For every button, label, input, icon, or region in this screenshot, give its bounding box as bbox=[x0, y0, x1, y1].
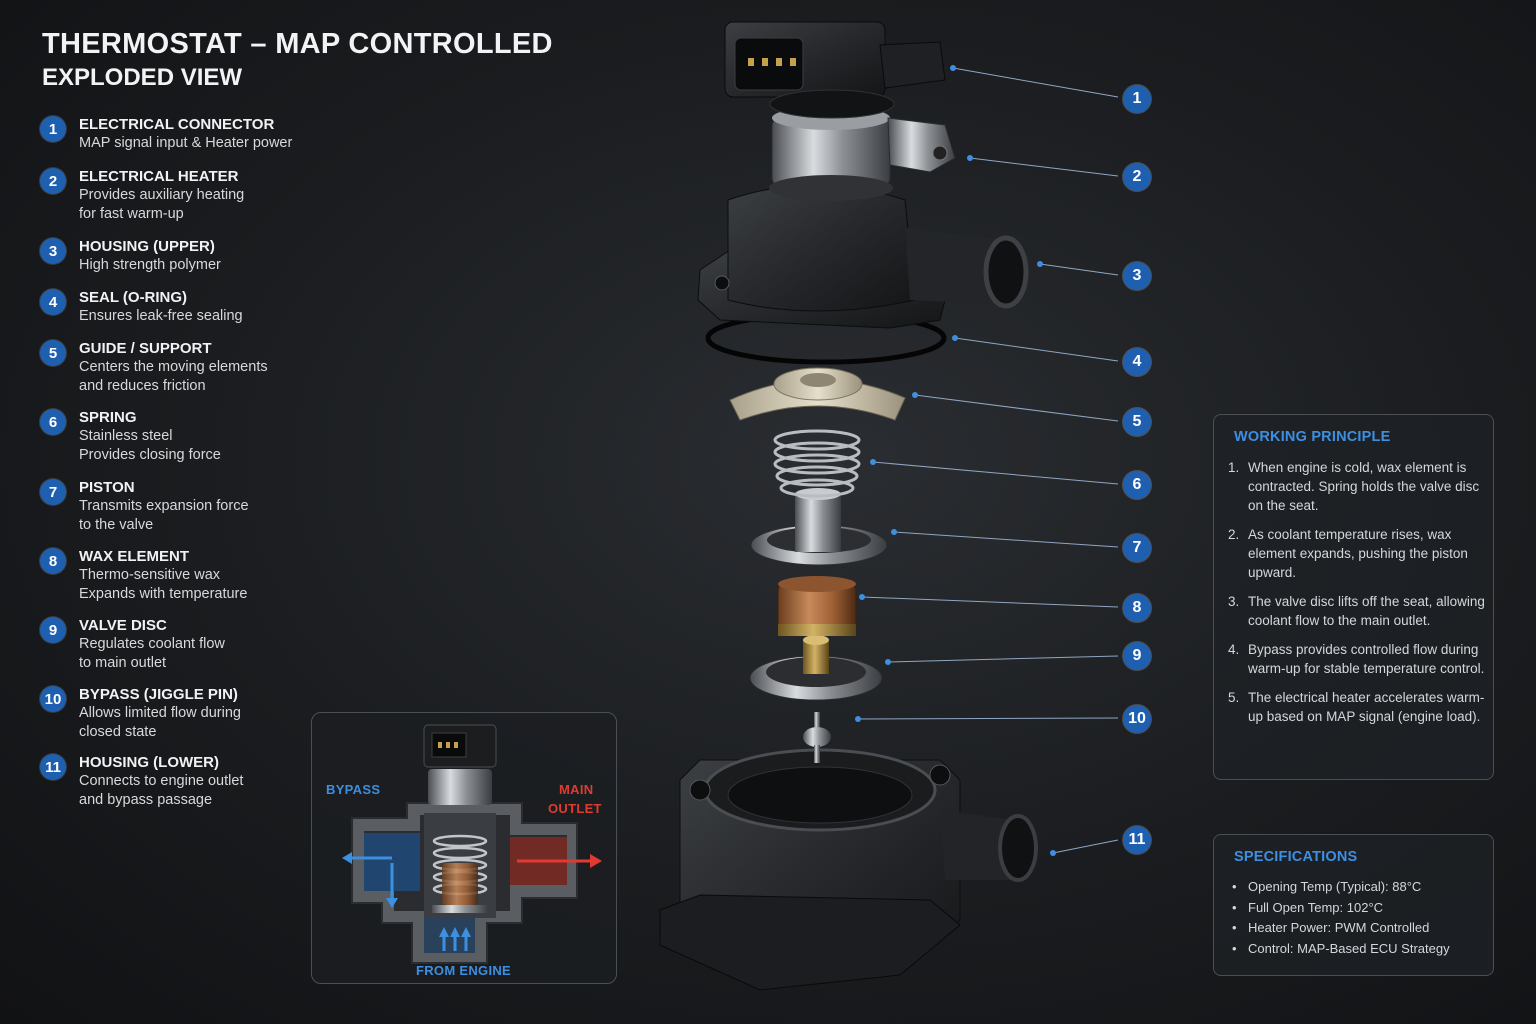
legend-item-name: BYPASS (JIGGLE PIN) bbox=[79, 686, 238, 703]
specifications-list: Opening Temp (Typical): 88°C Full Open T… bbox=[1232, 877, 1450, 960]
specifications-title: SPECIFICATIONS bbox=[1234, 849, 1358, 865]
legend-badge: 11 bbox=[40, 754, 66, 780]
legend-badge: 7 bbox=[40, 479, 66, 505]
specifications-panel: SPECIFICATIONS Opening Temp (Typical): 8… bbox=[1213, 834, 1494, 976]
callout-4: 4 bbox=[1123, 348, 1151, 376]
legend-badge: 1 bbox=[40, 116, 66, 142]
legend-badge: 8 bbox=[40, 548, 66, 574]
guide-support-part bbox=[729, 367, 906, 421]
legend-item-desc: Ensures leak-free sealing bbox=[79, 308, 243, 324]
step-text: As coolant temperature rises, wax elemen… bbox=[1248, 527, 1468, 580]
page-subtitle: EXPLODED VIEW bbox=[42, 64, 243, 91]
piston-part bbox=[750, 488, 888, 566]
step-text: The valve disc lifts off the seat, allow… bbox=[1248, 594, 1485, 628]
legend-badge: 5 bbox=[40, 340, 66, 366]
callout-9: 9 bbox=[1123, 642, 1151, 670]
legend-badge: 4 bbox=[40, 289, 66, 315]
lower-housing-part bbox=[659, 748, 1038, 991]
step-number: 2. bbox=[1228, 527, 1240, 542]
working-principle-panel: WORKING PRINCIPLE 1. When engine is cold,… bbox=[1213, 414, 1494, 780]
legend-item-desc: Regulates coolant flow to main outlet bbox=[79, 636, 225, 671]
callout-11: 11 bbox=[1123, 826, 1151, 854]
legend-badge: 2 bbox=[40, 168, 66, 194]
heater-part bbox=[769, 106, 956, 201]
legend-item-name: ELECTRICAL HEATER bbox=[79, 168, 239, 185]
list-item: Full Open Temp: 102°C bbox=[1232, 898, 1450, 919]
legend-badge: 3 bbox=[40, 238, 66, 264]
working-principle-list: 1. When engine is cold, wax element is co… bbox=[1228, 458, 1490, 736]
legend-item-desc: Allows limited flow during closed state bbox=[79, 705, 241, 740]
legend-item-name: PISTON bbox=[79, 479, 135, 496]
jiggle-pin-part bbox=[803, 712, 831, 763]
page-title: THERMOSTAT – MAP CONTROLLED bbox=[42, 28, 553, 60]
connector-part bbox=[724, 21, 946, 119]
legend-item-desc: Transmits expansion force to the valve bbox=[79, 498, 249, 533]
list-item: 3. The valve disc lifts off the seat, all… bbox=[1228, 592, 1490, 630]
cross-section-drawing bbox=[342, 724, 602, 964]
legend-item-name: ELECTRICAL CONNECTOR bbox=[79, 116, 275, 133]
callout-5: 5 bbox=[1123, 408, 1151, 436]
legend-item-desc: High strength polymer bbox=[79, 257, 221, 273]
callout-6: 6 bbox=[1123, 471, 1151, 499]
legend-item-desc: MAP signal input & Heater power bbox=[79, 135, 293, 151]
main-outlet-label-line1: MAIN bbox=[559, 782, 594, 797]
legend-item-desc: Stainless steel Provides closing force bbox=[79, 428, 221, 463]
legend-item-name: GUIDE / SUPPORT bbox=[79, 340, 212, 357]
legend-badge: 9 bbox=[40, 617, 66, 643]
legend-item-name: VALVE DISC bbox=[79, 617, 167, 634]
list-item: Control: MAP-Based ECU Strategy bbox=[1232, 939, 1450, 960]
callout-2: 2 bbox=[1123, 163, 1151, 191]
list-item: Opening Temp (Typical): 88°C bbox=[1232, 877, 1450, 898]
list-item: 2. As coolant temperature rises, wax elem… bbox=[1228, 525, 1490, 582]
list-item: 1. When engine is cold, wax element is co… bbox=[1228, 458, 1490, 515]
step-text: When engine is cold, wax element is cont… bbox=[1248, 460, 1480, 513]
legend-item-desc: Centers the moving elements and reduces … bbox=[79, 359, 268, 394]
legend-item-desc: Connects to engine outlet and bypass pas… bbox=[79, 773, 244, 808]
list-item: Heater Power: PWM Controlled bbox=[1232, 918, 1450, 939]
step-text: Bypass provides controlled flow during w… bbox=[1248, 642, 1485, 676]
legend-item-name: SEAL (O-RING) bbox=[79, 289, 188, 306]
step-text: The electrical heater accelerates warm-u… bbox=[1248, 690, 1485, 724]
legend-badge: 10 bbox=[40, 686, 66, 712]
legend-badge: 6 bbox=[40, 409, 66, 435]
step-number: 3. bbox=[1228, 594, 1240, 609]
valve-disc-part bbox=[749, 635, 883, 701]
leader-dots bbox=[855, 65, 1056, 856]
from-engine-label: FROM ENGINE bbox=[416, 963, 512, 978]
legend-item-name: SPRING bbox=[79, 409, 137, 426]
leader-lines bbox=[857, 67, 1119, 854]
legend-item-desc: Provides auxiliary heating for fast warm… bbox=[79, 187, 245, 222]
legend-item-name: HOUSING (UPPER) bbox=[79, 238, 215, 255]
list-item: 4. Bypass provides controlled flow during… bbox=[1228, 640, 1490, 678]
cross-section-inset: BYPASS MAIN OUTLET FROM ENGINE bbox=[311, 712, 617, 984]
callout-1: 1 bbox=[1123, 85, 1151, 113]
callout-3: 3 bbox=[1123, 262, 1151, 290]
legend-item-name: HOUSING (LOWER) bbox=[79, 754, 219, 771]
list-item: 5. The electrical heater accelerates warm… bbox=[1228, 688, 1490, 726]
upper-housing-part bbox=[697, 184, 1029, 329]
spring-part bbox=[773, 429, 861, 498]
legend-item-name: WAX ELEMENT bbox=[79, 548, 190, 565]
callout-8: 8 bbox=[1123, 594, 1151, 622]
step-number: 1. bbox=[1228, 460, 1240, 475]
main-outlet-label-line2: OUTLET bbox=[548, 801, 602, 816]
legend-item-desc: Thermo-sensitive wax Expands with temper… bbox=[79, 567, 248, 602]
wax-element-part bbox=[777, 576, 857, 636]
step-number: 4. bbox=[1228, 642, 1240, 657]
bypass-label: BYPASS bbox=[326, 782, 381, 797]
callout-10: 10 bbox=[1123, 705, 1151, 733]
working-principle-title: WORKING PRINCIPLE bbox=[1234, 429, 1391, 445]
callout-7: 7 bbox=[1123, 534, 1151, 562]
step-number: 5. bbox=[1228, 690, 1240, 705]
